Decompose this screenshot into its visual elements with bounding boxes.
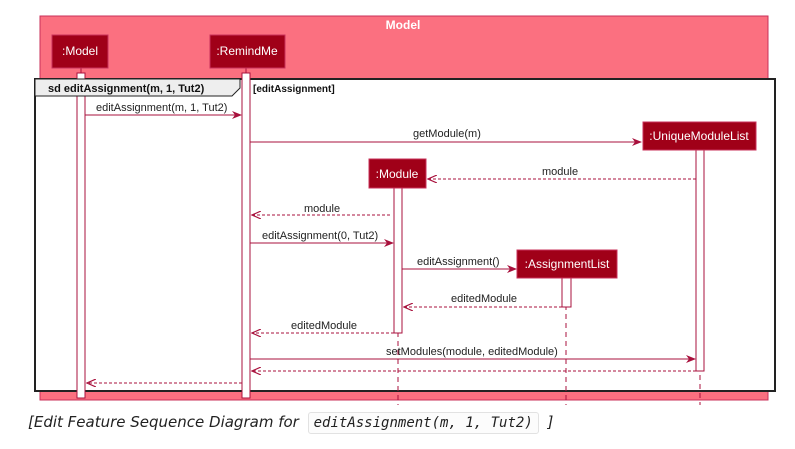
- message-label-6: editAssignment(): [417, 256, 500, 268]
- caption-code: editAssignment(m, 1, Tut2): [307, 412, 539, 434]
- message-label-4: module: [304, 203, 340, 215]
- message-label-2: getModule(m): [413, 128, 481, 140]
- figure-caption: [Edit Feature Sequence Diagram for editA…: [28, 412, 553, 434]
- activation-remindme: [241, 72, 251, 399]
- message-label-7: editedModule: [451, 293, 517, 305]
- caption-suffix: ]: [547, 413, 554, 431]
- svg-text::AssignmentList: :AssignmentList: [525, 257, 610, 271]
- participant-remindme: :RemindMe: [209, 34, 286, 69]
- svg-text::UniqueModuleList: :UniqueModuleList: [649, 129, 749, 143]
- svg-text::Module: :Module: [376, 167, 419, 181]
- svg-text::Model: :Model: [62, 44, 98, 58]
- participant-uniquemodulelist: :UniqueModuleList: [642, 121, 757, 151]
- sd-frame-guard: [editAssignment]: [253, 84, 335, 95]
- participant-assignmentlist: :AssignmentList: [516, 249, 618, 279]
- message-label-3: module: [542, 166, 578, 178]
- message-label-1: editAssignment(m, 1, Tut2): [96, 102, 227, 114]
- message-label-9: setModules(module, editedModule): [386, 346, 558, 358]
- activation-uniquemodulelist: [695, 149, 705, 372]
- caption-prefix: [Edit Feature Sequence Diagram for: [28, 413, 299, 431]
- sd-frame-title: sd editAssignment(m, 1, Tut2): [48, 83, 205, 95]
- svg-text::RemindMe: :RemindMe: [216, 44, 278, 58]
- activation-module: [393, 187, 403, 334]
- message-label-8: editedModule: [291, 320, 357, 332]
- model-box-title: Model: [386, 18, 421, 32]
- message-label-5: editAssignment(0, Tut2): [262, 230, 378, 242]
- activation-model: [76, 72, 86, 399]
- participant-module: :Module: [368, 158, 427, 189]
- participant-model: :Model: [51, 34, 109, 69]
- activation-assignmentlist: [561, 277, 572, 308]
- sd-frame-tab: [34, 78, 241, 97]
